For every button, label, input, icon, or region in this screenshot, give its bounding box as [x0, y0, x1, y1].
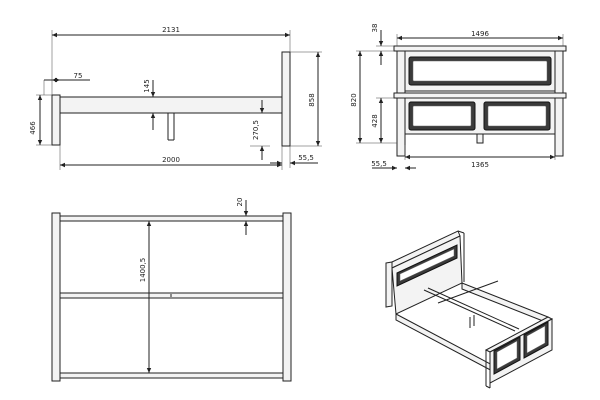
top-right-post [282, 212, 292, 382]
iso-left-rail [395, 313, 499, 375]
dim-front-offset: 55,5 [371, 160, 387, 168]
dim-side-inner: 2000 [162, 156, 180, 164]
dim-side-foot-post: 75 [74, 72, 83, 80]
front-top-cap [393, 45, 567, 52]
front-view: 1496 38 820 428 1365 55,5 [350, 24, 567, 171]
front-post-left [396, 45, 406, 157]
dim-front-lower: 428 [371, 114, 379, 127]
dim-front-total: 1496 [471, 30, 489, 38]
isometric-view [385, 230, 554, 389]
side-head-post [281, 51, 291, 147]
top-foot-rail [59, 372, 284, 379]
top-left-post [51, 212, 61, 382]
dim-top-inner: 1400,5 [139, 258, 147, 283]
side-foot-post [51, 94, 61, 146]
top-view: 20 1400,5 [51, 198, 292, 382]
side-view: 2131 75 466 145 270,5 858 2000 [29, 26, 322, 170]
dim-top-post: 20 [236, 198, 244, 207]
dim-side-head-height: 858 [308, 93, 316, 106]
top-head-rail [59, 215, 284, 222]
dim-side-offset: 55,5 [298, 154, 314, 162]
dim-front-inner: 1365 [471, 161, 489, 169]
dim-side-rail-height: 145 [143, 79, 151, 92]
front-mid-rail [393, 92, 567, 99]
front-post-right [554, 45, 564, 157]
dim-side-total: 2131 [162, 26, 180, 34]
dim-front-height: 820 [350, 93, 358, 106]
dim-side-rail-clearance: 270,5 [252, 120, 260, 140]
side-rail [59, 96, 283, 114]
dim-front-top-cap: 38 [371, 24, 379, 33]
dim-side-foot-height: 466 [29, 121, 37, 135]
front-center-foot [476, 133, 484, 144]
